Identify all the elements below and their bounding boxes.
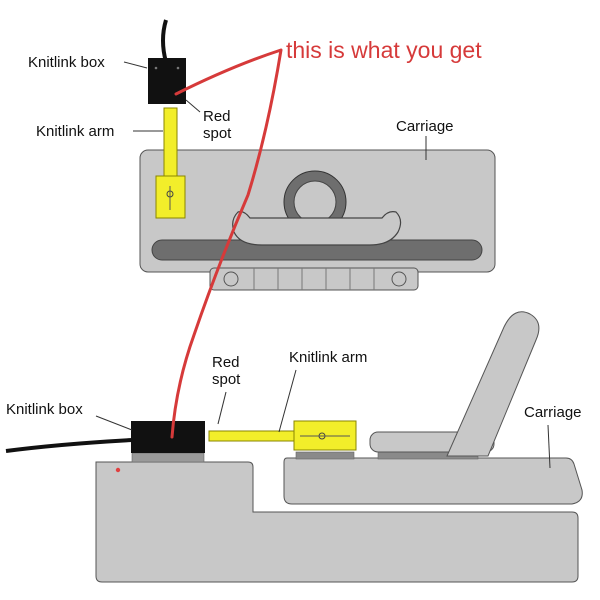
side-cable xyxy=(5,438,133,453)
side-carriage-base xyxy=(283,457,583,505)
top-sled-wheel-right xyxy=(391,271,407,287)
annotation-red-line xyxy=(170,48,283,439)
annotation-text: this is what you get xyxy=(286,37,482,63)
top-carriage-knob-center xyxy=(293,180,337,224)
side-needle-bed-teeth xyxy=(131,452,205,463)
side-knitlink-arm-label: Knitlink arm xyxy=(289,349,367,366)
top-sled-wheel-left xyxy=(223,271,239,287)
top-red-spot-label-line1: Red xyxy=(203,108,231,125)
red-annotation: this is what you get xyxy=(170,37,482,439)
top-knitlink-arm-label: Knitlink arm xyxy=(36,123,114,140)
top-cable xyxy=(161,19,168,63)
side-carriage-label: Carriage xyxy=(524,404,582,421)
side-redspot-leader xyxy=(217,391,227,425)
side-red-spot-label-line2: spot xyxy=(212,371,241,388)
top-knitlink-box-label: Knitlink box xyxy=(28,54,105,71)
side-knitlink-box-label: Knitlink box xyxy=(6,401,83,418)
side-carriage-handle xyxy=(446,311,540,457)
side-machine-base xyxy=(95,461,579,583)
top-redspot-leader xyxy=(185,99,201,113)
side-carriage-strip-left xyxy=(295,451,355,460)
side-box-leader xyxy=(95,415,133,431)
side-red-dot xyxy=(115,467,121,473)
side-view: Knitlink box Red spot Knitlink arm Carri… xyxy=(5,311,583,583)
top-carriage-label: Carriage xyxy=(396,118,454,135)
side-knitlink-arm xyxy=(208,430,305,442)
top-box-dot-2 xyxy=(176,66,180,70)
top-box-leader xyxy=(123,61,148,69)
top-knitlink-box xyxy=(148,58,186,104)
side-carriage-leader xyxy=(547,424,551,469)
side-red-spot-label-line1: Red xyxy=(212,354,240,371)
side-knitlink-box xyxy=(131,421,205,453)
top-red-spot-label-line2: spot xyxy=(203,125,232,142)
side-arm-leader xyxy=(278,369,297,433)
top-box-dot-1 xyxy=(154,66,158,70)
top-carriage-sled xyxy=(209,267,419,291)
